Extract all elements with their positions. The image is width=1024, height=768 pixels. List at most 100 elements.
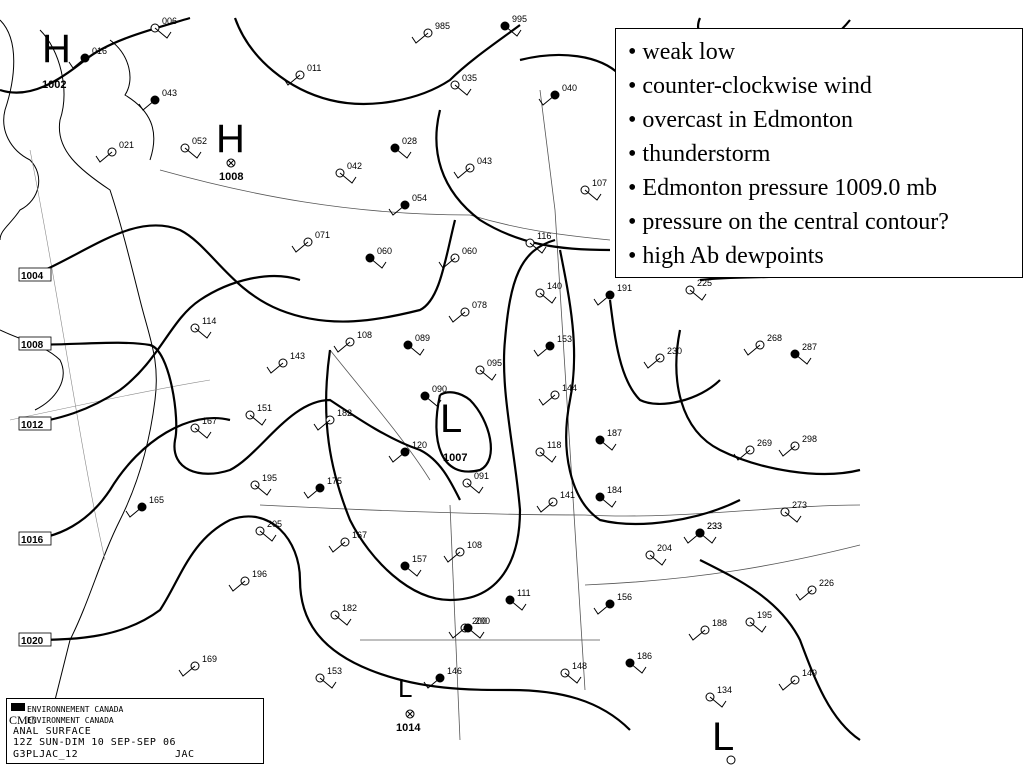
low-pressure-center-letter: L — [440, 397, 462, 441]
station-pressure: 175 — [327, 476, 342, 486]
chart-valid-time: 12Z SUN-DIM 10 SEP-SEP 06 — [13, 737, 177, 748]
station-pressure: 071 — [315, 230, 330, 240]
station-pressure: 230 — [667, 346, 682, 356]
station-pressure: 054 — [412, 193, 427, 203]
station-model: 042 — [335, 161, 362, 184]
station-pressure: 091 — [474, 471, 489, 481]
station-pressure: 225 — [697, 278, 712, 288]
station-pressure: 205 — [267, 519, 282, 529]
station-model: 060 — [365, 246, 392, 269]
wind-barb-icon — [328, 541, 346, 553]
station-pressure: 233 — [707, 521, 722, 531]
station-pressure: 167 — [352, 530, 367, 540]
wind-barb-icon — [448, 627, 466, 639]
station-model: 011 — [283, 63, 321, 86]
station-pressure: 995 — [512, 14, 527, 24]
wind-barb-icon — [339, 172, 357, 184]
note-item: thunderstorm — [628, 137, 1012, 171]
station-pressure: 188 — [712, 618, 727, 628]
chart-type: ANAL SURFACE — [13, 726, 92, 737]
wind-barb-icon — [584, 189, 602, 201]
station-model: 134 — [705, 685, 732, 708]
wind-barb-icon — [404, 565, 422, 577]
wind-barb-icon — [334, 614, 352, 626]
station-pressure: 035 — [462, 73, 477, 83]
station-model: 143 — [266, 351, 305, 374]
station-model: 089 — [403, 333, 430, 356]
station-model: 040 — [538, 83, 577, 106]
center-marker-icon — [226, 158, 236, 168]
high-pressure-center-value: 1002 — [42, 79, 66, 91]
station-pressure: 028 — [402, 136, 417, 146]
wind-barb-icon — [254, 484, 272, 496]
low-pressure-center-letter: L — [712, 715, 734, 759]
station-pressure: 011 — [307, 63, 321, 73]
station-model: 140 — [535, 281, 562, 304]
wind-barb-icon — [283, 74, 301, 86]
wind-barb-icon — [249, 414, 267, 426]
wind-barb-icon — [794, 353, 812, 365]
wind-barb-icon — [388, 451, 406, 463]
station-pressure: 144 — [562, 383, 577, 393]
station-model: 188 — [688, 618, 727, 641]
low-pressure-center-letter: L — [398, 673, 412, 703]
station-model: 298 — [778, 434, 817, 457]
station-model: 078 — [448, 300, 487, 323]
station-pressure: 200 — [472, 616, 487, 626]
station-model: 167 — [190, 416, 217, 439]
wind-barb-icon — [699, 532, 717, 544]
station-pressure: 016 — [92, 46, 107, 56]
pressure-centers: H 1002 H 1008 L 1007 L 1014 L — [42, 27, 736, 765]
station-model: 052 — [180, 136, 207, 159]
station-model: 233 — [683, 521, 722, 544]
chart-product-id: G3PLJAC_12 — [13, 749, 79, 760]
station-model: 035 — [450, 73, 477, 96]
station-model: 184 — [595, 485, 622, 508]
low-pressure-center-value: 1007 — [443, 452, 467, 464]
station-model: 196 — [228, 569, 267, 592]
station-model: 016 — [68, 46, 107, 69]
station-model: 169 — [178, 654, 217, 677]
station-pressure: 200 — [475, 616, 490, 626]
station-model: 205 — [255, 519, 282, 542]
wind-barb-icon — [394, 147, 412, 159]
wind-barb-icon — [467, 627, 485, 639]
isobar-label-1020: 1020 — [21, 636, 44, 647]
station-model: 995 — [500, 14, 527, 37]
wind-barb-icon — [683, 532, 701, 544]
high-pressure-center-value: 1008 — [219, 171, 243, 183]
station-model: 151 — [245, 403, 272, 426]
wind-barb-icon — [454, 84, 472, 96]
station-model: 167 — [328, 530, 367, 553]
station-model: 071 — [291, 230, 330, 253]
station-pressure: 040 — [562, 83, 577, 93]
station-model: 191 — [593, 283, 632, 306]
station-pressure: 196 — [252, 569, 267, 579]
station-pressure: 095 — [487, 358, 502, 368]
station-model: 156 — [593, 592, 632, 615]
wind-barb-icon — [138, 99, 156, 111]
station-model: 149 — [778, 668, 817, 691]
wind-barb-icon — [743, 344, 761, 356]
station-pressure: 120 — [412, 440, 427, 450]
station-pressure: 108 — [467, 540, 482, 550]
wind-barb-icon — [538, 94, 556, 106]
wind-barb-icon — [303, 487, 321, 499]
station-pressure: 043 — [162, 88, 177, 98]
station-pressure: 060 — [462, 246, 477, 256]
station-pressure: 195 — [262, 473, 277, 483]
wind-barb-icon — [649, 554, 667, 566]
station-model: 175 — [303, 476, 342, 499]
wind-barb-icon — [369, 257, 387, 269]
station-model: 006 — [150, 16, 177, 39]
wind-barb-icon — [438, 257, 456, 269]
center-marker-icon — [405, 709, 415, 719]
station-pressure: 153 — [557, 334, 572, 344]
notes-panel: weak low counter-clockwise wind overcast… — [615, 28, 1023, 278]
station-model: 195 — [250, 473, 277, 496]
station-model: 186 — [625, 651, 652, 674]
station-model: 091 — [462, 471, 489, 494]
wind-barb-icon — [466, 482, 484, 494]
high-pressure-center-letter: H — [42, 27, 71, 71]
